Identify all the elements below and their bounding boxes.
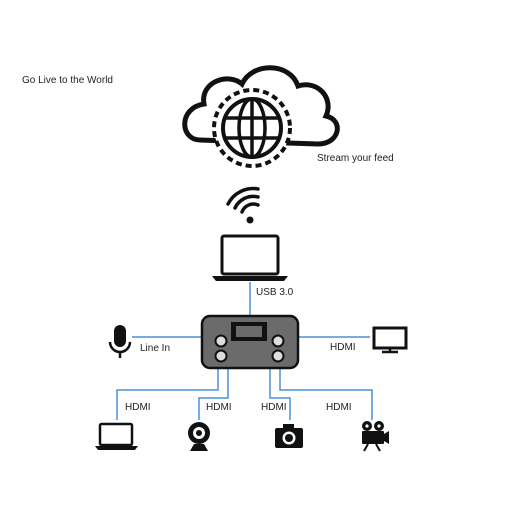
monitor-icon bbox=[372, 326, 408, 354]
webcam-connector bbox=[198, 368, 229, 420]
wifi-icon bbox=[226, 186, 260, 224]
camcorder-connector bbox=[279, 368, 373, 420]
connector-lines bbox=[116, 282, 373, 420]
hdmi-laptop-label: HDMI bbox=[125, 402, 151, 413]
hdmi-camcorder-label: HDMI bbox=[326, 402, 352, 413]
camcorder-icon bbox=[362, 421, 389, 452]
camera-icon bbox=[275, 424, 303, 448]
hdmi-camera-label: HDMI bbox=[261, 402, 287, 413]
line-in-label: Line In bbox=[140, 343, 171, 354]
stream-label: Stream your feed bbox=[317, 153, 394, 164]
camera-connector bbox=[269, 368, 291, 420]
laptop-icon bbox=[95, 422, 138, 450]
headline-label: Go Live to the World bbox=[22, 75, 113, 86]
hdmi-monitor-label: HDMI bbox=[330, 342, 356, 353]
microphone-icon bbox=[108, 325, 132, 358]
laptop-connector bbox=[116, 368, 219, 420]
encoder-device-icon bbox=[200, 314, 300, 370]
laptop-icon bbox=[212, 234, 288, 281]
usb-label: USB 3.0 bbox=[256, 287, 294, 298]
webcam-icon bbox=[188, 422, 210, 451]
hdmi-webcam-label: HDMI bbox=[206, 402, 232, 413]
cloud-globe-icon bbox=[182, 65, 340, 168]
